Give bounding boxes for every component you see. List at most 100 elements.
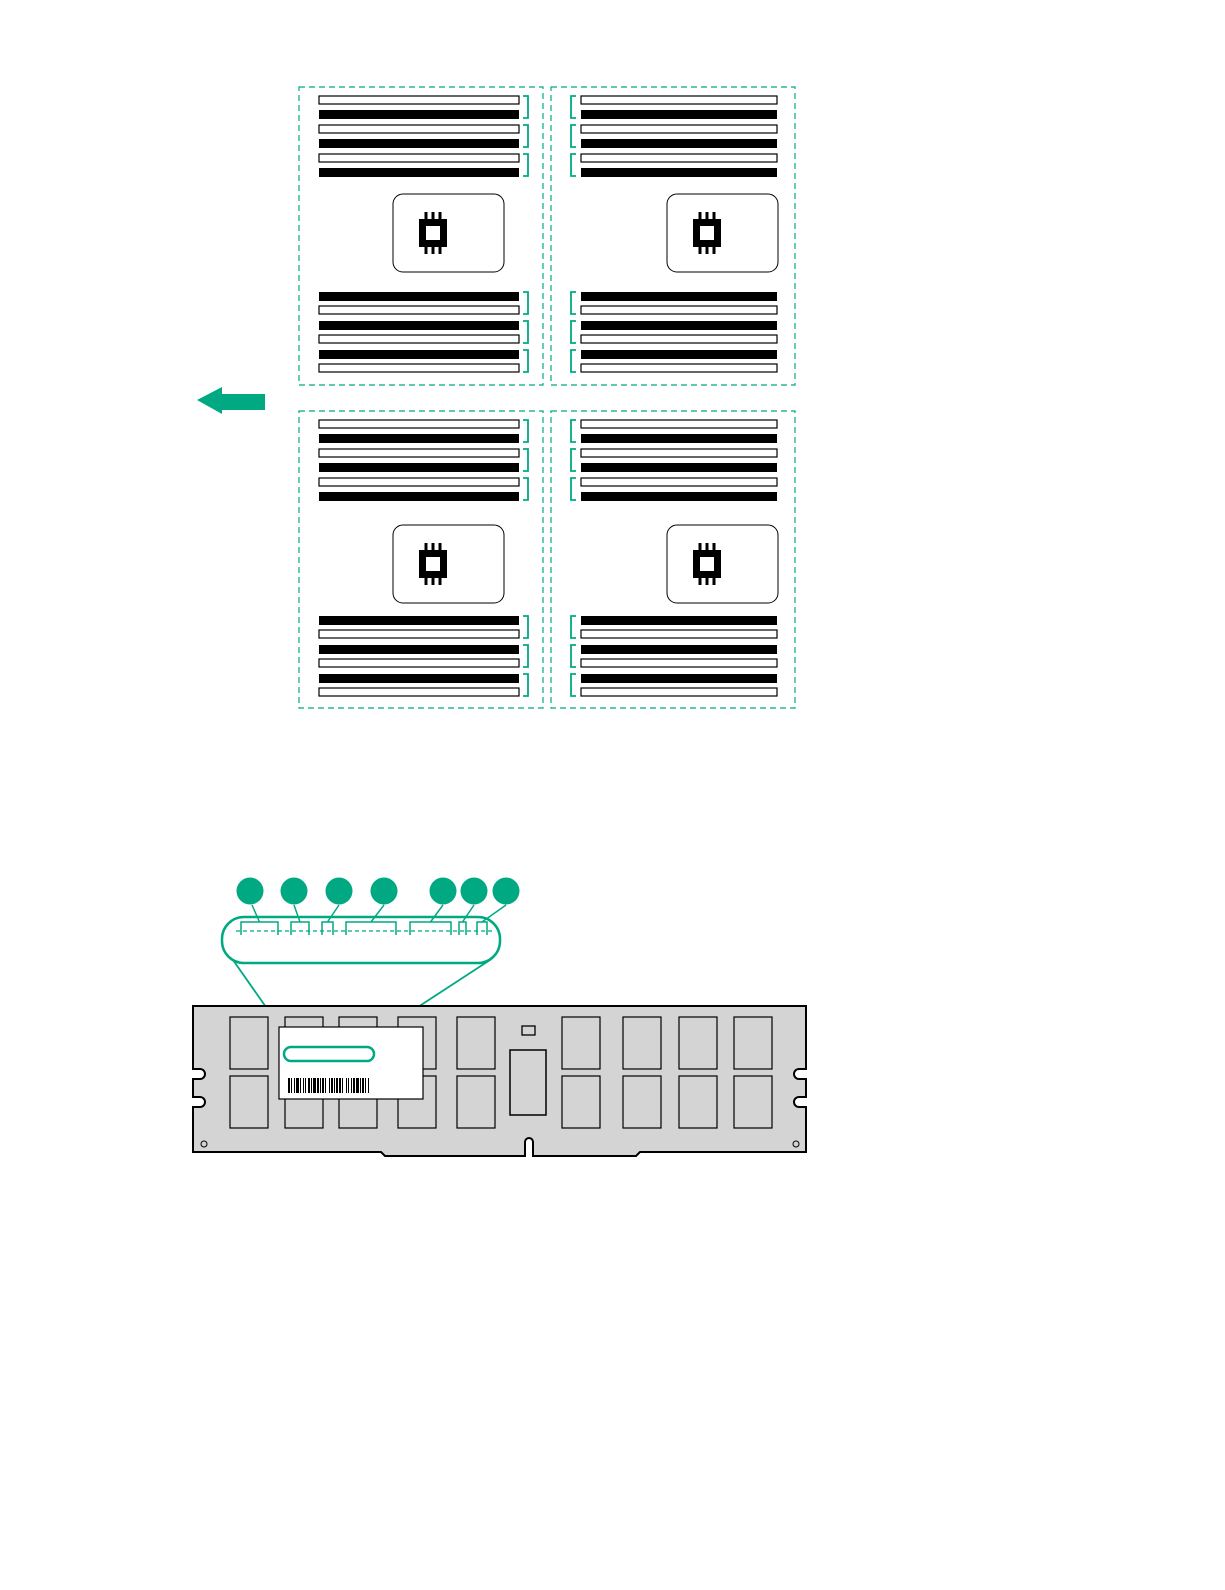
register-chip bbox=[510, 1050, 546, 1115]
callout-4 bbox=[371, 878, 398, 905]
channel-bracket bbox=[571, 420, 576, 442]
processor-socket bbox=[667, 525, 778, 603]
dimm-slot-empty bbox=[581, 125, 777, 133]
channel-bracket bbox=[523, 350, 528, 372]
dimm-slot-filled bbox=[581, 492, 777, 501]
dimm-slot-empty bbox=[581, 96, 777, 104]
callout-3 bbox=[326, 878, 353, 905]
dimm-slot-empty bbox=[319, 449, 519, 457]
dimm-slot-filled bbox=[581, 616, 777, 625]
dimm-slot-empty bbox=[319, 420, 519, 428]
channel-bracket bbox=[523, 420, 528, 442]
channel-bracket bbox=[523, 616, 528, 638]
dimm-slot-empty bbox=[581, 630, 777, 638]
channel-bracket bbox=[571, 96, 576, 118]
dimm-slot-filled bbox=[319, 110, 519, 119]
dimm-slot-empty bbox=[581, 449, 777, 457]
channel-bracket bbox=[571, 125, 576, 147]
dimm-slot-empty bbox=[319, 96, 519, 104]
dimm-slot-filled bbox=[581, 674, 777, 683]
memory-chip bbox=[562, 1017, 600, 1069]
dimm-slot-filled bbox=[581, 139, 777, 148]
channel-bracket bbox=[571, 292, 576, 314]
dimm-slot-empty bbox=[581, 335, 777, 343]
processor-socket bbox=[393, 525, 504, 603]
dimm-slot-filled bbox=[581, 350, 777, 359]
dimm-slot-filled bbox=[319, 463, 519, 472]
quadrant-top-right bbox=[551, 87, 795, 385]
dimm-slot-filled bbox=[319, 645, 519, 654]
dimm-slot-filled bbox=[319, 350, 519, 359]
field-bracket-5 bbox=[410, 905, 451, 935]
processor-socket bbox=[393, 194, 504, 272]
dimm-slot-empty bbox=[581, 154, 777, 162]
memory-chip bbox=[734, 1017, 772, 1069]
callout-7 bbox=[493, 878, 520, 905]
dimm-slot-empty bbox=[319, 659, 519, 667]
dimm-slot-empty bbox=[581, 420, 777, 428]
dimm-slot-filled bbox=[581, 321, 777, 330]
memory-chip bbox=[562, 1076, 600, 1128]
memory-chip bbox=[230, 1017, 268, 1069]
channel-bracket bbox=[571, 645, 576, 667]
memory-chip bbox=[457, 1017, 495, 1069]
dimm-slot-empty bbox=[581, 688, 777, 696]
channel-bracket bbox=[571, 616, 576, 638]
channel-bracket bbox=[523, 674, 528, 696]
callout-markers bbox=[237, 878, 520, 905]
quadrant-top-left bbox=[299, 87, 543, 385]
memory-chip bbox=[623, 1076, 661, 1128]
arrow-left-icon bbox=[197, 387, 265, 414]
callout-5 bbox=[430, 878, 457, 905]
memory-chip bbox=[679, 1076, 717, 1128]
dimm-slot-empty bbox=[319, 630, 519, 638]
dimm-slot-filled bbox=[319, 292, 519, 301]
channel-bracket bbox=[571, 321, 576, 343]
dimm-slot-filled bbox=[581, 463, 777, 472]
channel-bracket bbox=[571, 350, 576, 372]
dimm-slot-empty bbox=[319, 154, 519, 162]
dimm-slot-empty bbox=[319, 364, 519, 372]
dimm-slot-empty bbox=[319, 688, 519, 696]
dimm-slot-empty bbox=[581, 306, 777, 314]
channel-bracket bbox=[523, 292, 528, 314]
memory-chip bbox=[679, 1017, 717, 1069]
channel-bracket bbox=[523, 96, 528, 118]
dimm-slot-empty bbox=[319, 335, 519, 343]
dimm-slot-filled bbox=[581, 110, 777, 119]
dimm-module bbox=[193, 1006, 806, 1156]
dimm-slot-empty bbox=[319, 125, 519, 133]
dimm-slot-filled bbox=[319, 434, 519, 443]
processor-socket bbox=[667, 194, 778, 272]
dimm-slot-filled bbox=[319, 674, 519, 683]
dimm-slot-empty bbox=[319, 306, 519, 314]
quadrant-bottom-right bbox=[551, 411, 795, 708]
dimm-slot-empty bbox=[581, 364, 777, 372]
memory-chip bbox=[734, 1076, 772, 1128]
dimm-slot-empty bbox=[581, 659, 777, 667]
memory-chip bbox=[457, 1076, 495, 1128]
channel-bracket bbox=[571, 478, 576, 500]
part-number-field-brackets bbox=[236, 905, 506, 935]
dimm-slot-filled bbox=[581, 434, 777, 443]
system-board-quadrants bbox=[299, 87, 795, 708]
callout-2 bbox=[281, 878, 308, 905]
channel-bracket bbox=[523, 321, 528, 343]
channel-bracket bbox=[571, 154, 576, 176]
dimm-slot-filled bbox=[319, 321, 519, 330]
channel-bracket bbox=[523, 125, 528, 147]
channel-bracket bbox=[523, 449, 528, 471]
callout-1 bbox=[237, 878, 264, 905]
channel-bracket bbox=[571, 449, 576, 471]
quadrant-bottom-left bbox=[299, 411, 543, 708]
channel-bracket bbox=[523, 645, 528, 667]
dimm-slot-filled bbox=[319, 616, 519, 625]
channel-bracket bbox=[523, 478, 528, 500]
module-label bbox=[279, 1027, 423, 1099]
callout-6 bbox=[461, 878, 488, 905]
dimm-slot-filled bbox=[581, 168, 777, 177]
dimm-slot-filled bbox=[581, 292, 777, 301]
memory-chip bbox=[230, 1076, 268, 1128]
